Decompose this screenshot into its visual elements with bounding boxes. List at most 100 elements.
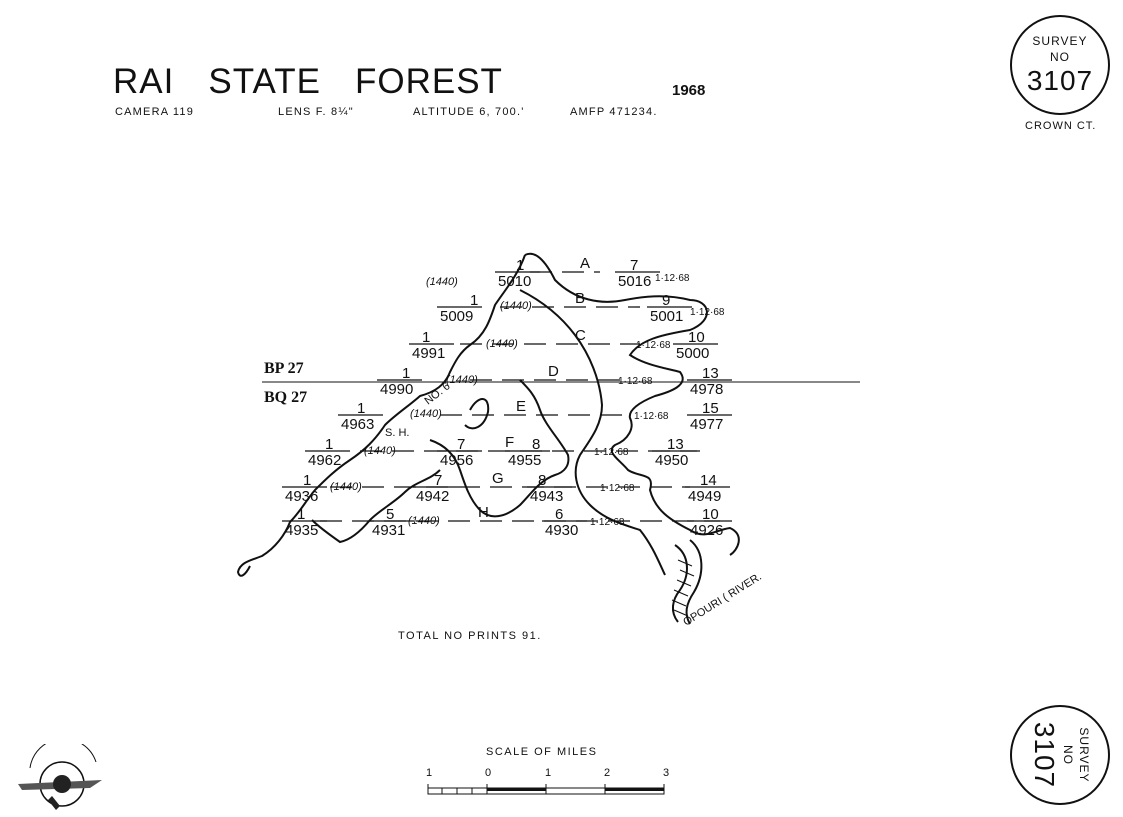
scale-tick-label: 0: [485, 767, 492, 779]
scale-annotation: (1440): [426, 276, 458, 288]
photo-range-start: 5: [386, 506, 394, 523]
scale-annotation: (1440): [486, 338, 518, 350]
stream: [311, 398, 490, 544]
strip-letter: E: [516, 398, 526, 415]
scale-title: SCALE OF MILES: [486, 746, 598, 758]
scale-tick-label: 1: [426, 767, 433, 779]
scale-annotation: (1440): [364, 445, 396, 457]
photo-range-start: 1: [303, 472, 311, 489]
amfp-label: AMFP 471234.: [570, 106, 658, 118]
flight-date: 1·12·68: [634, 411, 669, 422]
photo-number: 4956: [440, 452, 473, 469]
sh-label: S. H.: [385, 427, 409, 439]
nz-aerial-mapping-logo: [18, 744, 102, 810]
photo-range-start: 13: [667, 436, 684, 453]
photo-number: 4963: [341, 416, 374, 433]
photo-range-start: 10: [702, 506, 719, 523]
survey-number: 3107: [1026, 65, 1094, 96]
strip-letter: H: [478, 504, 489, 521]
photo-number: 4942: [416, 488, 449, 505]
photo-range-start: 9: [662, 292, 670, 309]
photo-number: 5010: [498, 273, 531, 290]
photo-range-start: 1: [422, 329, 430, 346]
lens-label: LENS F. 8¼": [278, 106, 354, 118]
flight-date: 1·12·68: [600, 483, 635, 494]
title-word: RAI: [113, 62, 175, 101]
photo-number: 4955: [508, 452, 541, 469]
scale-annotation: (1440): [330, 481, 362, 493]
total-prints-label: TOTAL NO PRINTS 91.: [398, 630, 542, 642]
photo-number: 4977: [690, 416, 723, 433]
photo-number: 4991: [412, 345, 445, 362]
photo-range-start: 7: [630, 257, 638, 274]
strip-letter: D: [548, 363, 559, 380]
strip-letter: A: [580, 255, 590, 272]
crown-label: CROWN CT.: [1025, 120, 1097, 132]
river-label: OPOURI ( RIVER.: [681, 571, 764, 629]
photo-range-start: 8: [538, 472, 546, 489]
photo-range-start: 1: [357, 400, 365, 417]
grid-label-top: BP 27: [264, 360, 304, 377]
photo-range-start: 1: [402, 365, 410, 382]
survey-no-label: NO: [1050, 50, 1070, 64]
scale-tick-label: 3: [663, 767, 670, 779]
scale-tick-label: 2: [604, 767, 611, 779]
photo-range-start: 1: [297, 506, 305, 523]
photo-number: 4990: [380, 381, 413, 398]
photo-range-start: 6: [555, 506, 563, 523]
photo-number: 4949: [688, 488, 721, 505]
altitude-label: ALTITUDE 6, 700.': [413, 106, 525, 118]
grid-label-bottom: BQ 27: [264, 389, 307, 406]
flight-date: 1·12·68: [690, 307, 725, 318]
photo-number: 4950: [655, 452, 688, 469]
stream: [429, 379, 570, 518]
photo-number: 4930: [545, 522, 578, 539]
survey-badge-top: SURVEY NO 3107: [1010, 15, 1110, 115]
stream: [519, 289, 666, 576]
year-label: 1968: [672, 82, 706, 99]
photo-range-start: 14: [700, 472, 717, 489]
camera-label: CAMERA 119: [115, 106, 195, 118]
strip-letter: B: [575, 290, 585, 307]
photo-number: 5016: [618, 273, 651, 290]
photo-number: 4935: [285, 522, 318, 539]
flight-date: 1·12·68: [590, 517, 625, 528]
scale-annotation: (1440): [410, 408, 442, 420]
strip-letter: G: [492, 470, 504, 487]
title-word: STATE: [208, 62, 321, 101]
photo-number: 4931: [372, 522, 405, 539]
photo-number: 4936: [285, 488, 318, 505]
strip-letter: F: [505, 434, 514, 451]
photo-range-start: 7: [457, 436, 465, 453]
river-hatching: [671, 559, 695, 617]
no6-label: NO. 6: [422, 380, 452, 407]
photo-range-start: 8: [532, 436, 540, 453]
scale-annotation: (1440): [500, 300, 532, 312]
photo-range-start: 1: [325, 436, 333, 453]
photo-range-start: 1: [516, 257, 524, 274]
photo-number: 5009: [440, 308, 473, 325]
photo-range-start: 1: [470, 292, 478, 309]
photo-range-start: 10: [688, 329, 705, 346]
survey-label: SURVEY: [1032, 34, 1088, 48]
photo-number: 5001: [650, 308, 683, 325]
strip-letter: C: [575, 327, 586, 344]
flight-strips: 1501075016A1·12·68(1440)1500995001B1·12·…: [282, 255, 732, 539]
scale-annotation: (1440): [446, 374, 478, 386]
photo-number: 4926: [690, 522, 723, 539]
photo-number: 5000: [676, 345, 709, 362]
photo-range-start: 7: [434, 472, 442, 489]
flight-date: 1·12·68: [655, 273, 690, 284]
photo-number: 4962: [308, 452, 341, 469]
photo-range-start: 13: [702, 365, 719, 382]
photo-range-start: 15: [702, 400, 719, 417]
flight-date: 1·12·68: [594, 447, 629, 458]
flight-date: 1·12·68: [636, 340, 671, 351]
photo-number: 4943: [530, 488, 563, 505]
forest-boundary: [236, 252, 740, 577]
scale-bar: [427, 784, 665, 795]
scale-tick-label: 1: [545, 767, 552, 779]
scale-annotation: (1440): [408, 515, 440, 527]
